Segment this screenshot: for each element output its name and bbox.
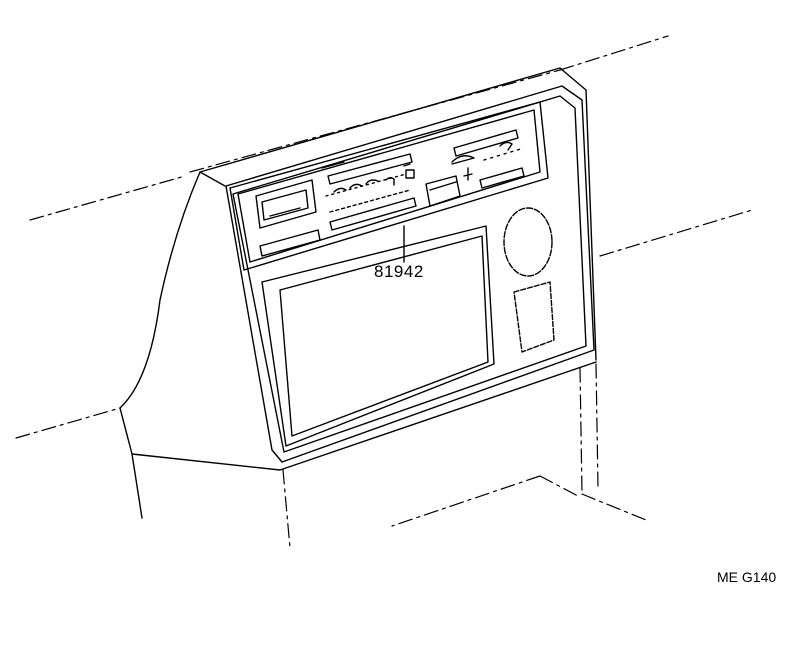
temperature-slider: [328, 154, 412, 184]
clock-display: [256, 180, 316, 228]
fan-speed-slider: [330, 198, 416, 230]
defrost-slider: [480, 168, 524, 188]
drawing-code: ME G140: [717, 569, 777, 585]
mode-icons: [326, 164, 414, 196]
phantom-outline-lines: [16, 36, 752, 548]
small-opening: [514, 282, 554, 352]
climate-control-panel: [230, 102, 548, 270]
storage-opening: [262, 226, 494, 446]
clock-button: [260, 230, 320, 256]
round-opening: [504, 208, 552, 276]
console-body: [120, 68, 596, 518]
center-bezel: [226, 86, 594, 462]
airflow-slider: [454, 130, 518, 156]
recirculation-button: [426, 176, 460, 206]
part-number-callout: 81942: [374, 262, 424, 281]
